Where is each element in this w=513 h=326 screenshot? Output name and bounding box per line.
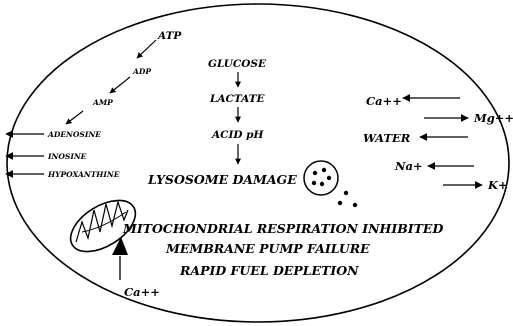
amp-to-adenosine-arrow <box>66 111 83 124</box>
atp-to-adp-arrow <box>137 40 156 58</box>
potassium-out-label: K+ <box>487 178 508 192</box>
sodium-in-label: Na+ <box>394 159 423 173</box>
effect-fuel-depletion: RAPID FUEL DEPLETION <box>179 263 359 278</box>
lysosome-icon <box>304 161 338 195</box>
adp-label: ADP <box>132 67 151 76</box>
glucose-label: GLUCOSE <box>208 58 267 70</box>
hypoxanthine-label: HYPOXANTHINE <box>47 170 120 179</box>
lactate-label: LACTATE <box>209 93 266 105</box>
acid-ph-label: ACID pH <box>211 129 265 141</box>
adp-to-amp-arrow <box>110 77 130 93</box>
effect-pump-failure: MEMBRANE PUMP FAILURE <box>165 241 370 256</box>
released-enzymes <box>338 191 357 207</box>
atp-label: ATP <box>157 30 182 42</box>
lysosome-damage-label: LYSOSOME DAMAGE <box>147 172 297 187</box>
lysosome-contents <box>312 168 331 186</box>
calcium-in-label: Ca++ <box>366 94 402 108</box>
calcium-mito-label: Ca++ <box>124 285 160 299</box>
amp-label: AMP <box>92 98 113 107</box>
inosine-label: INOSINE <box>47 152 87 161</box>
water-in-label: WATER <box>363 131 410 145</box>
effect-respiration-inhibited: MITOCHONDRIAL RESPIRATION INHIBITED <box>122 221 443 236</box>
adenosine-label: ADENOSINE <box>47 130 101 139</box>
magnesium-out-label: Mg++ <box>473 111 513 125</box>
